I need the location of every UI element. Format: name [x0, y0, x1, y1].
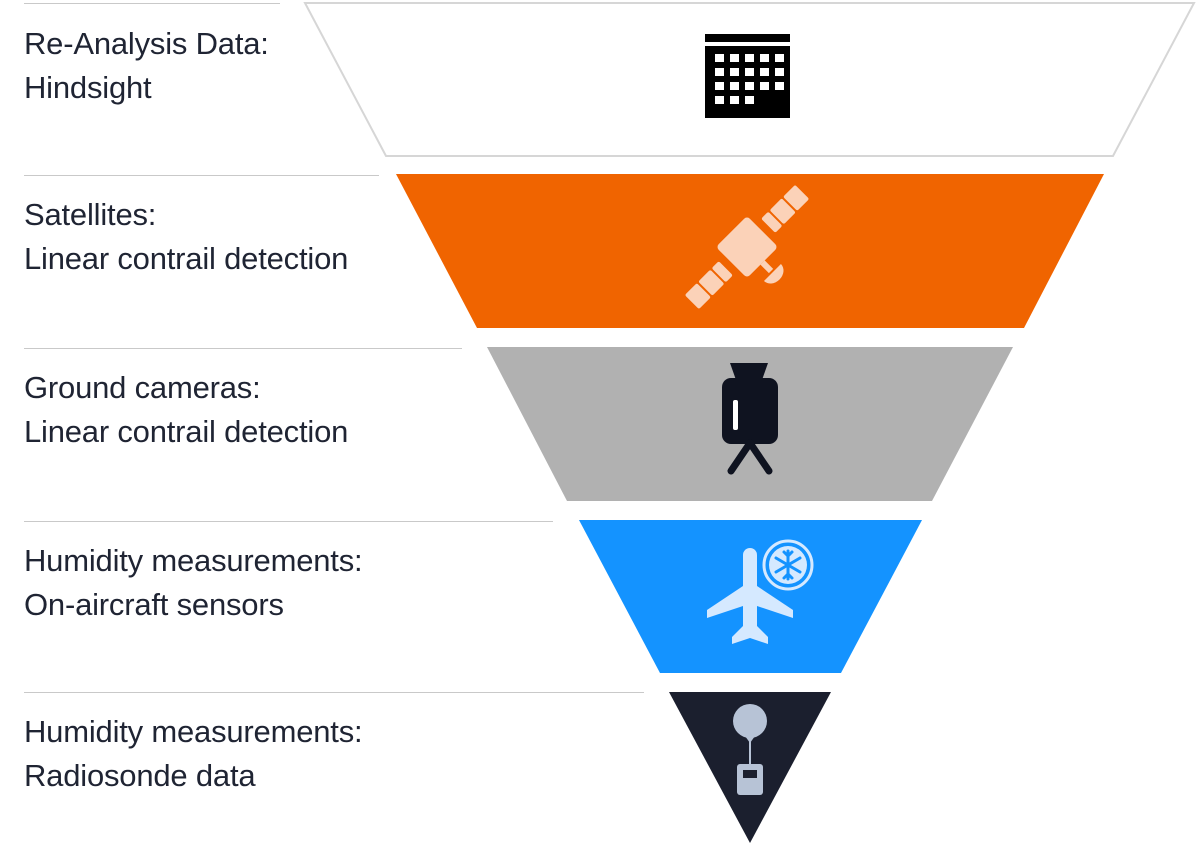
- level-title: Re-Analysis Data:: [24, 26, 269, 61]
- level-subtitle: On-aircraft sensors: [24, 587, 284, 622]
- airplane-icon: [707, 548, 793, 644]
- weather-balloon-icon: [733, 704, 767, 795]
- divider-4: [24, 521, 553, 522]
- level-label-satellites: Satellites: Linear contrail detection: [24, 193, 348, 281]
- satellite-icon: [685, 185, 809, 309]
- divider-2: [24, 175, 379, 176]
- snowflake-icon: [762, 539, 814, 591]
- level-subtitle: Linear contrail detection: [24, 241, 349, 276]
- level-subtitle: Radiosonde data: [24, 758, 256, 793]
- level-label-ground-cameras: Ground cameras: Linear contrail detectio…: [24, 366, 348, 454]
- ground-camera-icon: [722, 363, 778, 475]
- level-label-radiosonde: Humidity measurements: Radiosonde data: [24, 710, 363, 798]
- level-title: Satellites:: [24, 197, 157, 232]
- divider-3: [24, 348, 462, 349]
- level-subtitle: Hindsight: [24, 70, 152, 105]
- divider-5: [24, 692, 644, 693]
- level-title: Humidity measurements:: [24, 714, 363, 749]
- level-title: Ground cameras:: [24, 370, 261, 405]
- calendar-icon: [705, 34, 790, 118]
- level-title: Humidity measurements:: [24, 543, 363, 578]
- level-subtitle: Linear contrail detection: [24, 414, 349, 449]
- level-label-reanalysis: Re-Analysis Data: Hindsight: [24, 22, 269, 110]
- divider-1: [24, 3, 280, 4]
- level-label-aircraft-sensors: Humidity measurements: On-aircraft senso…: [24, 539, 363, 627]
